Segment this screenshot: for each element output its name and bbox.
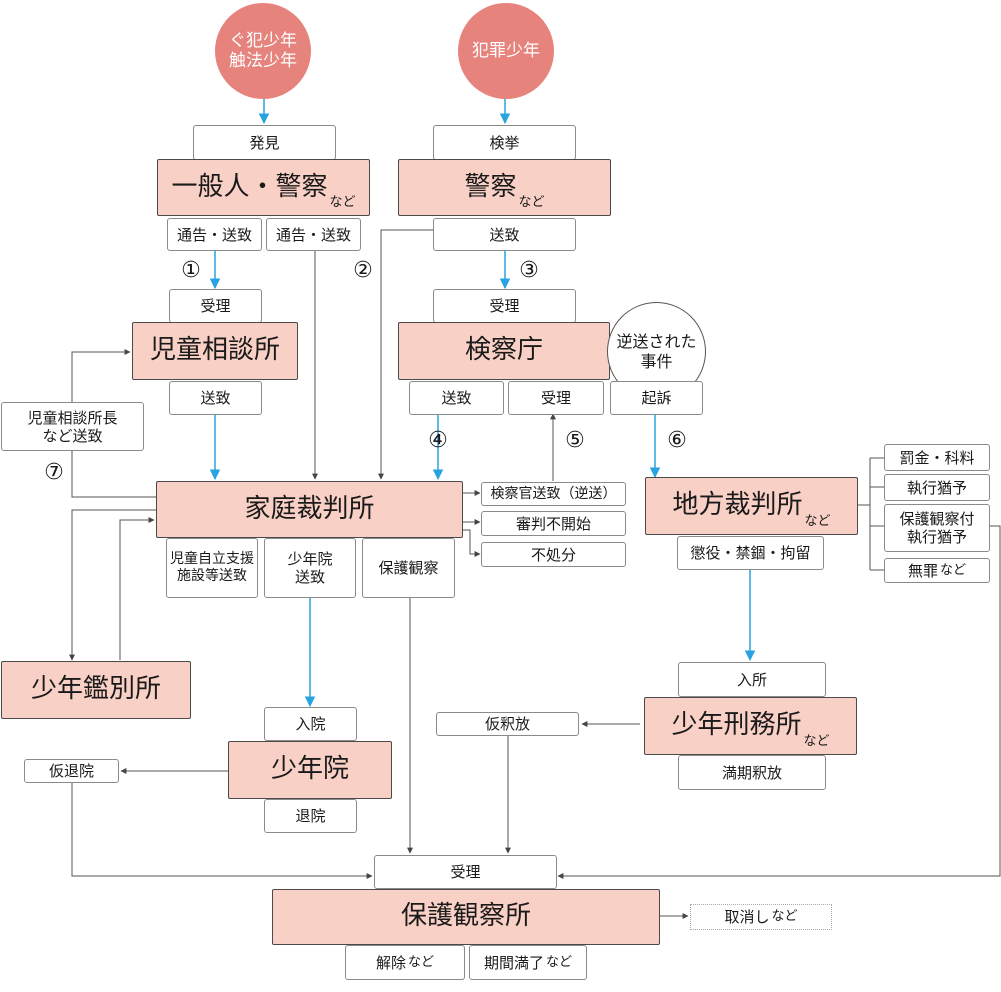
label-tsukoku-1: 通告・送致	[167, 218, 262, 251]
source-hanzai-shonen: 犯罪少年	[458, 3, 554, 99]
line-fushobun	[463, 529, 481, 557]
label-kaijo: 解除など	[345, 945, 465, 980]
label-keisatsu-soutchi: 送致	[433, 218, 576, 251]
number-7: ⑦	[44, 459, 64, 485]
node-jidou-soudansho: 児童相談所	[132, 322, 298, 380]
label-hogo-kansatsu: 保護観察	[362, 538, 455, 598]
node-shonenin: 少年院	[228, 741, 392, 799]
label-shonenin-soutchi: 少年院送致	[264, 538, 356, 598]
label-hakken: 発見	[193, 125, 336, 160]
label-kensatsukan-soutchi: 検察官送致（逆送）	[481, 482, 626, 506]
label-taiin: 退院	[264, 799, 357, 833]
node-shonen-keimusho: 少年刑務所など	[644, 697, 857, 755]
label-tsukoku-2: 通告・送致	[266, 218, 361, 251]
label-torikeshi: 取消しなど	[690, 904, 832, 930]
label-bakkin: 罰金・科料	[884, 444, 990, 471]
node-hogo-kansatsusho: 保護観察所	[272, 889, 660, 945]
line-hogo-yuyo-to-hogo	[557, 525, 1001, 879]
label-kiso: 起訴	[610, 381, 703, 415]
label-nyusho: 入所	[678, 662, 826, 697]
source-guhan-shonen: ぐ犯少年触法少年	[215, 3, 311, 99]
label-manki-shakuho: 満期釈放	[678, 755, 826, 790]
label-muzai: 無罪など	[884, 558, 990, 583]
number-1: ①	[181, 257, 201, 283]
node-katei-saibansho: 家庭裁判所	[156, 481, 463, 538]
node-kensatsucho: 検察庁	[398, 322, 610, 380]
line-to-kanbetsu	[69, 509, 156, 661]
label-kikan-manryo: 期間満了など	[469, 945, 587, 980]
number-2: ②	[353, 257, 373, 283]
number-4: ④	[428, 427, 448, 453]
label-jidou-chou-soutchi: 児童相談所長など送致	[1, 402, 144, 451]
label-karishakuho: 仮釈放	[436, 712, 579, 736]
label-jiritsu-shisetsu: 児童自立支援施設等送致	[166, 538, 258, 598]
label-juri-jidou: 受理	[169, 289, 262, 323]
label-choueki: 懲役・禁錮・拘留	[677, 536, 824, 570]
node-chihou-saibansho: 地方裁判所など	[645, 477, 858, 535]
line-2-right	[378, 229, 433, 480]
label-kensatsu-soutchi: 送致	[409, 381, 504, 415]
label-shikkou-yuyo: 執行猶予	[884, 474, 990, 501]
label-shinpan-fukaishi: 審判不開始	[481, 511, 626, 536]
label-nyuin: 入院	[264, 707, 357, 741]
label-karitaiin: 仮退院	[24, 759, 119, 783]
number-5: ⑤	[565, 427, 585, 453]
node-keisatsu: 警察など	[398, 159, 611, 216]
line-karitaiin-to-hogo	[71, 783, 373, 879]
node-shonen-kanbetsusho: 少年鑑別所	[1, 661, 191, 719]
label-juri-kensatsu: 受理	[433, 289, 576, 323]
label-juri-hogo: 受理	[374, 855, 557, 889]
label-jidou-soutchi: 送致	[169, 381, 262, 415]
label-kenkyo: 検挙	[433, 125, 576, 160]
label-fushobun: 不処分	[481, 542, 626, 567]
node-ippan-keisatsu: 一般人・警察など	[157, 159, 370, 216]
number-3: ③	[519, 257, 539, 283]
number-6: ⑥	[667, 427, 687, 453]
label-hogo-shikkou-yuyo: 保護観察付執行猶予	[884, 504, 990, 552]
line-from-kanbetsu	[119, 517, 155, 660]
label-kensatsu-juri: 受理	[508, 381, 604, 415]
